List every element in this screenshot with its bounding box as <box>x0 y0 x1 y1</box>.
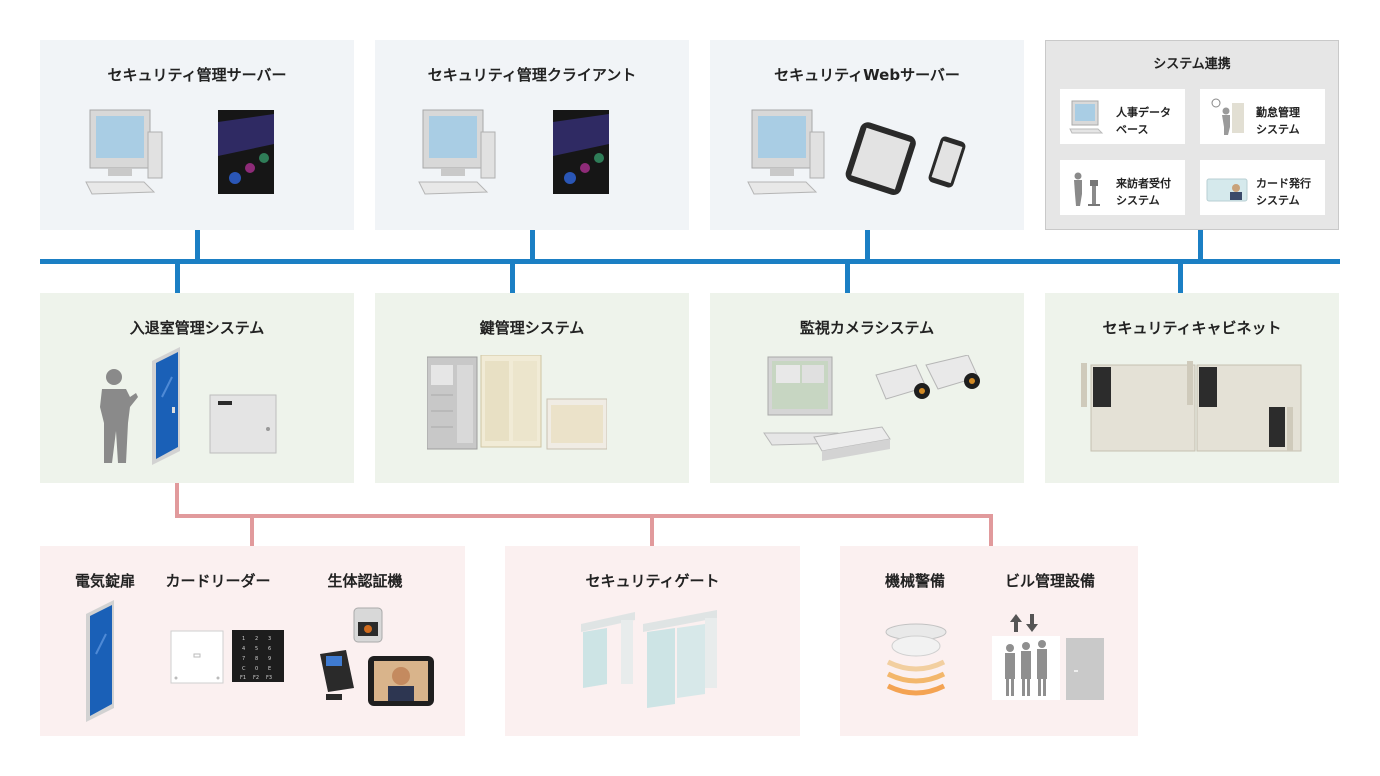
camera-panel: 監視カメラシステム <box>710 293 1024 483</box>
security-gate-icon <box>577 608 727 712</box>
access-control-panel: 入退室管理システム <box>40 293 354 483</box>
sub-line-horizontal <box>175 514 993 518</box>
smartphone-icon <box>922 132 972 192</box>
svg-text:7: 7 <box>242 656 245 662</box>
connector-integration <box>1198 230 1203 260</box>
sub-line-right <box>989 514 993 547</box>
svg-text:E: E <box>268 666 271 672</box>
integration-item-hr-database: 人事データ ベース <box>1060 89 1185 144</box>
building-facilities-label: ビル管理設備 <box>1004 572 1095 590</box>
connector-key <box>510 263 515 293</box>
panel-title: 監視カメラシステム <box>799 319 935 337</box>
sub-line-left <box>250 514 254 547</box>
panel-title: 鍵管理システム <box>479 319 585 337</box>
security-client-panel: セキュリティ管理クライアント <box>375 40 689 230</box>
security-server-panel: セキュリティ管理サーバー <box>40 40 354 230</box>
sub-line-middle <box>650 514 654 547</box>
desktop-pc-icon <box>415 108 505 198</box>
kiosk-person-icon <box>1068 168 1108 208</box>
integration-label: カード発行 システム <box>1256 177 1311 207</box>
security-camera-icon <box>872 355 992 415</box>
devices-panel: 電気錠扉 カードリーダー 生体認証機 1 2 3 4 5 6 7 8 9 C 0 E F1 F2 F… <box>40 546 465 736</box>
panel-title: システム連携 <box>1153 57 1231 72</box>
svg-text:F3: F3 <box>266 675 272 681</box>
building-facilities-panel: 機械警備 ビル管理設備 <box>840 546 1138 736</box>
key-cabinet-icon <box>427 355 607 455</box>
connector-web <box>865 230 870 260</box>
computer-icon <box>1068 99 1106 135</box>
server-unit-icon <box>553 110 613 196</box>
monitor-recorder-icon <box>754 353 894 463</box>
svg-text:1: 1 <box>242 636 245 642</box>
machine-guard-label: 機械警備 <box>884 572 945 590</box>
panel-title: セキュリティ管理クライアント <box>427 66 637 84</box>
svg-text:F1: F1 <box>240 675 246 681</box>
web-server-panel: セキュリティWebサーバー <box>710 40 1024 230</box>
tablet-icon <box>842 118 922 198</box>
svg-text:3: 3 <box>268 636 271 642</box>
sub-line-down <box>175 483 179 517</box>
system-integration-panel: システム連携 人事データ ベース 勤怠管理 システム 来訪者受付 システム カー… <box>1045 40 1339 230</box>
electric-lock-label: 電気錠扉 <box>74 572 135 590</box>
server-unit-icon <box>218 110 278 196</box>
security-gate-panel: セキュリティゲート <box>505 546 800 736</box>
integration-label: 勤怠管理 システム <box>1256 106 1300 136</box>
svg-text:5: 5 <box>255 646 258 652</box>
integration-item-visitor: 来訪者受付 システム <box>1060 160 1185 215</box>
connector-server <box>195 230 200 260</box>
connector-camera <box>845 263 850 293</box>
card-reader-label: カードリーダー <box>165 572 271 590</box>
integration-item-card-issue: カード発行 システム <box>1200 160 1325 215</box>
connector-access <box>175 263 180 293</box>
door-icon <box>82 600 122 724</box>
elevator-icon <box>992 608 1062 702</box>
key-management-panel: 鍵管理システム <box>375 293 689 483</box>
keypad-icon: 1 2 3 4 5 6 7 8 9 C 0 E F1 F2 F3 <box>232 630 286 684</box>
panel-title: セキュリティWebサーバー <box>774 66 960 84</box>
svg-text:8: 8 <box>255 656 258 662</box>
svg-text:4: 4 <box>242 646 245 652</box>
motion-sensor-icon <box>882 622 952 702</box>
integration-label: 来訪者受付 システム <box>1116 177 1171 207</box>
integration-label: 人事データ ベース <box>1116 106 1171 136</box>
panel-title: 入退室管理システム <box>129 319 265 337</box>
biometric-scanner-icon <box>312 606 442 716</box>
panel-title: セキュリティ管理サーバー <box>107 66 287 84</box>
locker-cabinet-icon <box>1081 361 1307 457</box>
door-icon <box>148 347 188 467</box>
svg-text:0: 0 <box>255 666 258 672</box>
biometric-label: 生体認証機 <box>327 572 403 590</box>
connector-client <box>530 230 535 260</box>
connector-cabinet <box>1178 263 1183 293</box>
security-cabinet-panel: セキュリティキャビネット <box>1045 293 1339 483</box>
main-network-line <box>40 259 1340 264</box>
id-card-icon <box>1206 176 1250 204</box>
desktop-pc-icon <box>744 108 834 198</box>
controller-box-icon <box>208 393 280 457</box>
person-clock-icon <box>1208 97 1248 137</box>
card-reader-icon <box>170 630 226 684</box>
building-door-icon <box>1066 638 1106 702</box>
desktop-pc-icon <box>82 108 172 198</box>
person-silhouette-icon <box>92 367 142 467</box>
svg-text:2: 2 <box>255 636 258 642</box>
svg-text:F2: F2 <box>253 675 259 681</box>
svg-text:C: C <box>242 666 246 672</box>
panel-title: セキュリティゲート <box>585 572 720 590</box>
svg-text:6: 6 <box>268 646 271 652</box>
integration-item-attendance: 勤怠管理 システム <box>1200 89 1325 144</box>
panel-title: セキュリティキャビネット <box>1102 319 1282 337</box>
svg-text:9: 9 <box>268 656 271 662</box>
